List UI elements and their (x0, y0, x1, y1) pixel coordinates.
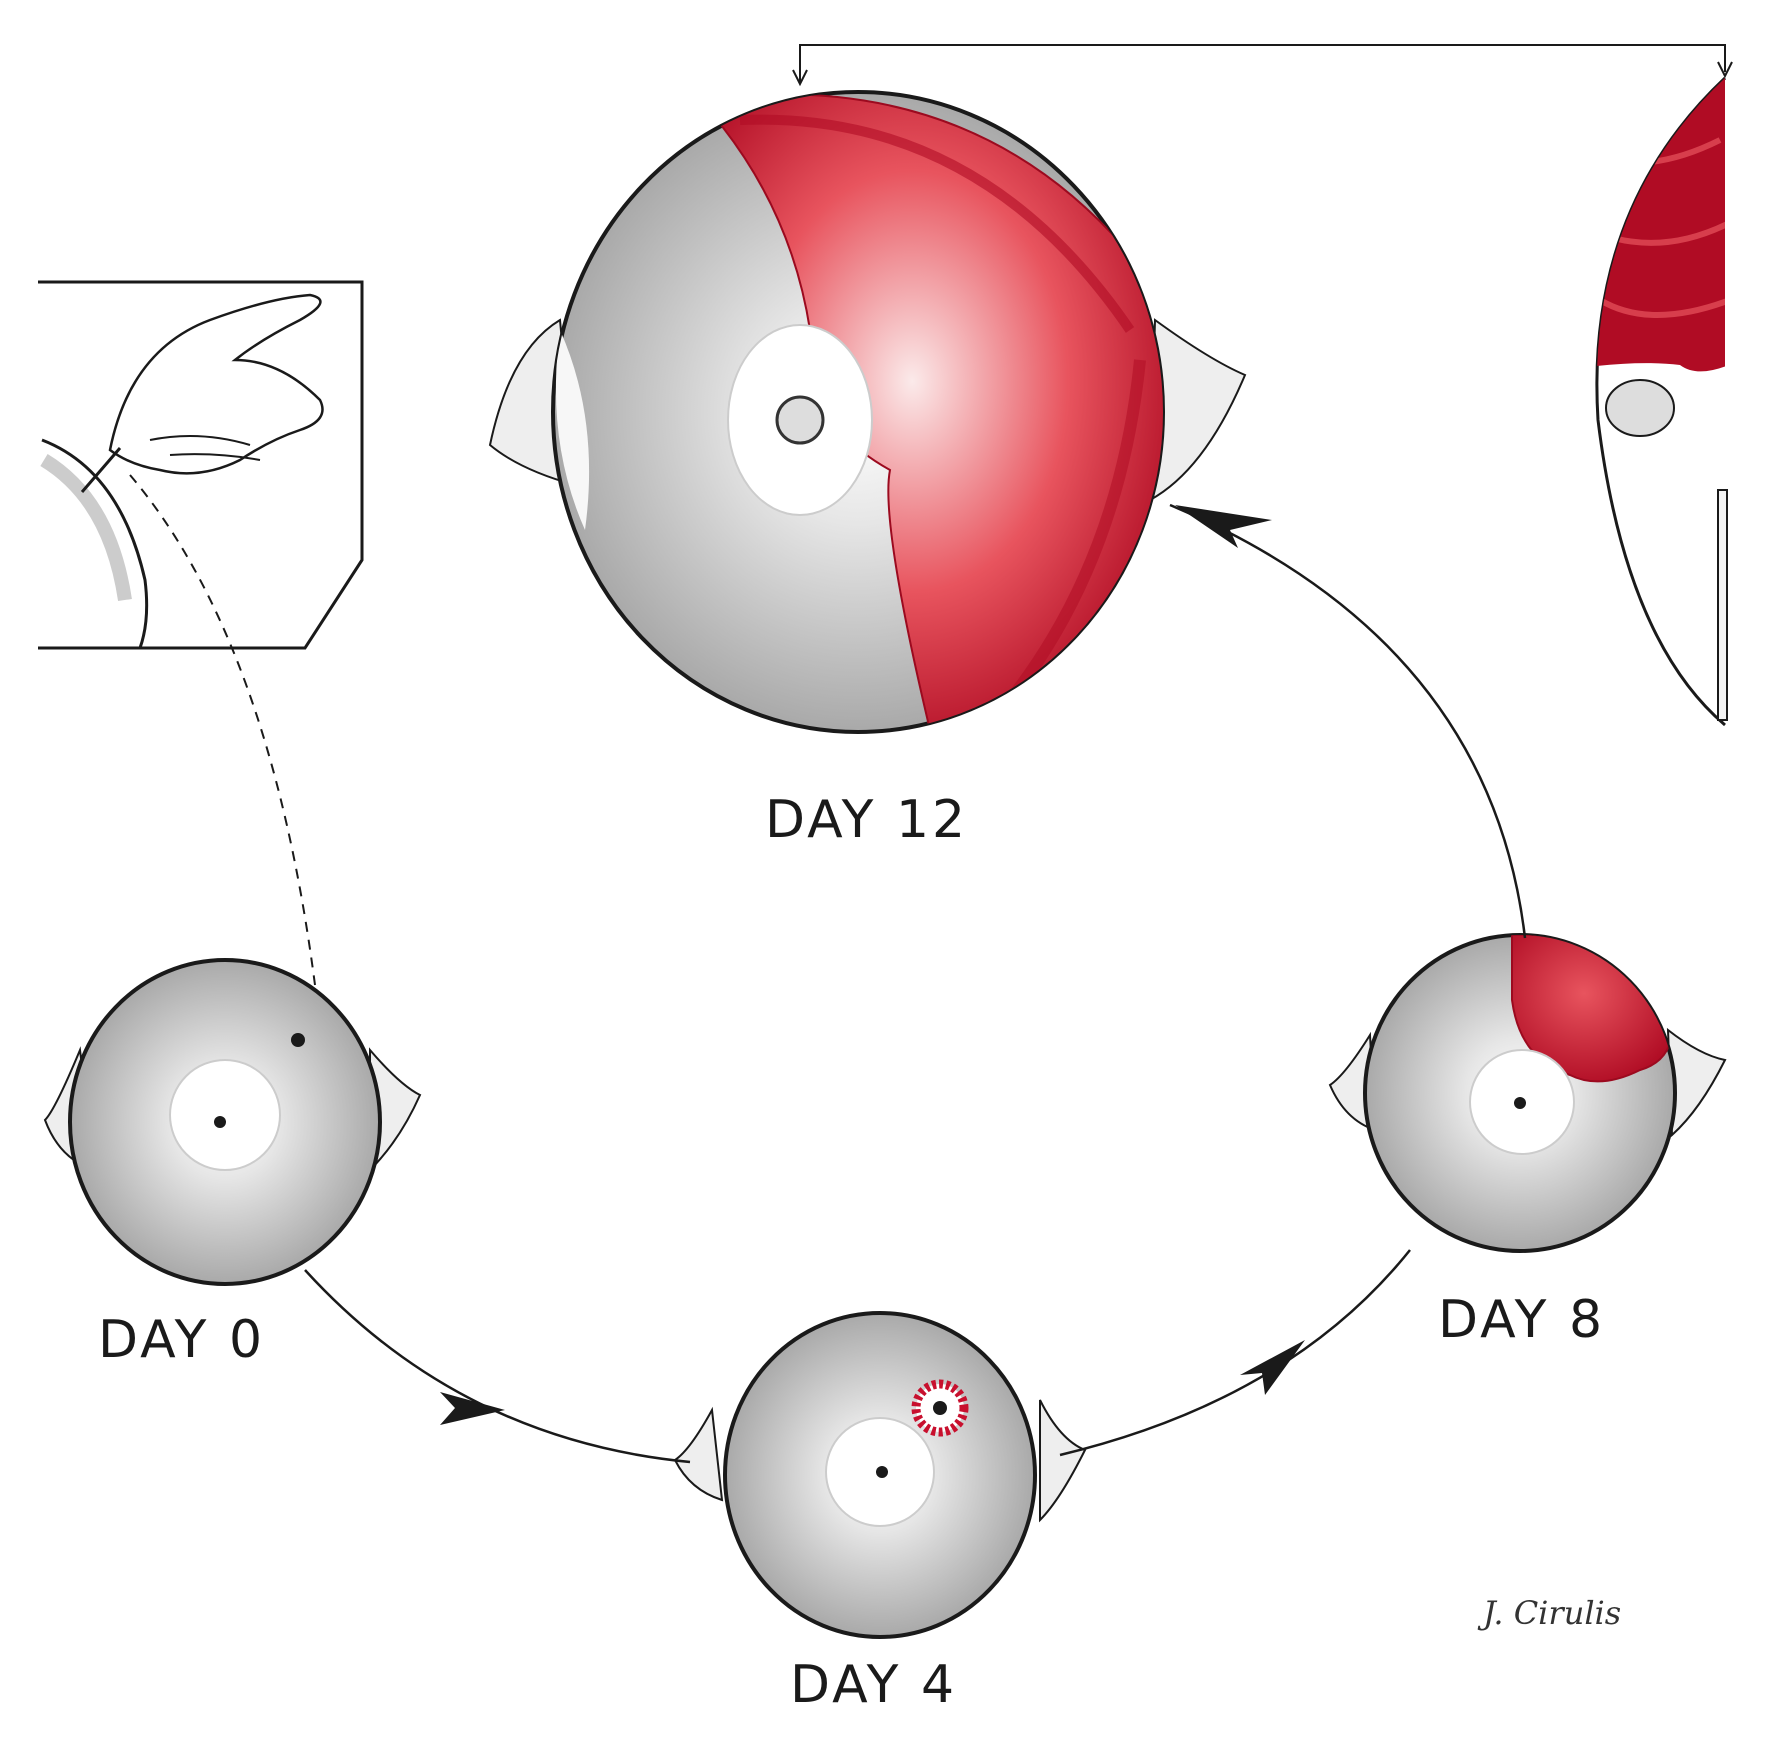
side-tumor (1596, 78, 1725, 372)
day12-label: DAY 12 (765, 790, 969, 850)
day0-injection-site (291, 1033, 305, 1047)
day4-label: DAY 4 (790, 1655, 958, 1715)
arrowhead-3 (1175, 505, 1272, 548)
side-section (1595, 76, 1728, 727)
day0-label: DAY 0 (98, 1310, 266, 1370)
arrowhead-1 (440, 1392, 505, 1425)
side-lens (1605, 379, 1675, 437)
arrow-day0-to-day4 (304, 1269, 691, 1464)
day4-eye (673, 1311, 1087, 1639)
arrow-day4-to-day8 (1059, 1249, 1411, 1457)
injection-inset (38, 280, 364, 650)
day0-pupil (214, 1116, 226, 1128)
side-scale-bar (1717, 489, 1728, 721)
arrowhead-2 (1240, 1340, 1305, 1395)
day12-pupil (775, 395, 825, 445)
needle-icon (80, 447, 122, 493)
day8-label: DAY 8 (1438, 1290, 1606, 1350)
day12-lid-right (1148, 318, 1247, 502)
injection-dashed-path (129, 474, 316, 986)
inset-eye-curve (41, 438, 149, 649)
day8-eye (1328, 933, 1727, 1253)
day4-pupil (876, 1466, 888, 1478)
artist-signature: J. Cirulis (1483, 1594, 1622, 1632)
day8-pupil (1514, 1097, 1526, 1109)
day12-eye (488, 90, 1247, 734)
day0-eye (43, 958, 422, 1286)
hand-icon (108, 293, 324, 475)
bracket-line (792, 44, 1733, 87)
arrow-day8-to-day12 (1169, 503, 1527, 939)
day12-sclera (555, 330, 590, 530)
day0-pupil-area (169, 1059, 281, 1171)
